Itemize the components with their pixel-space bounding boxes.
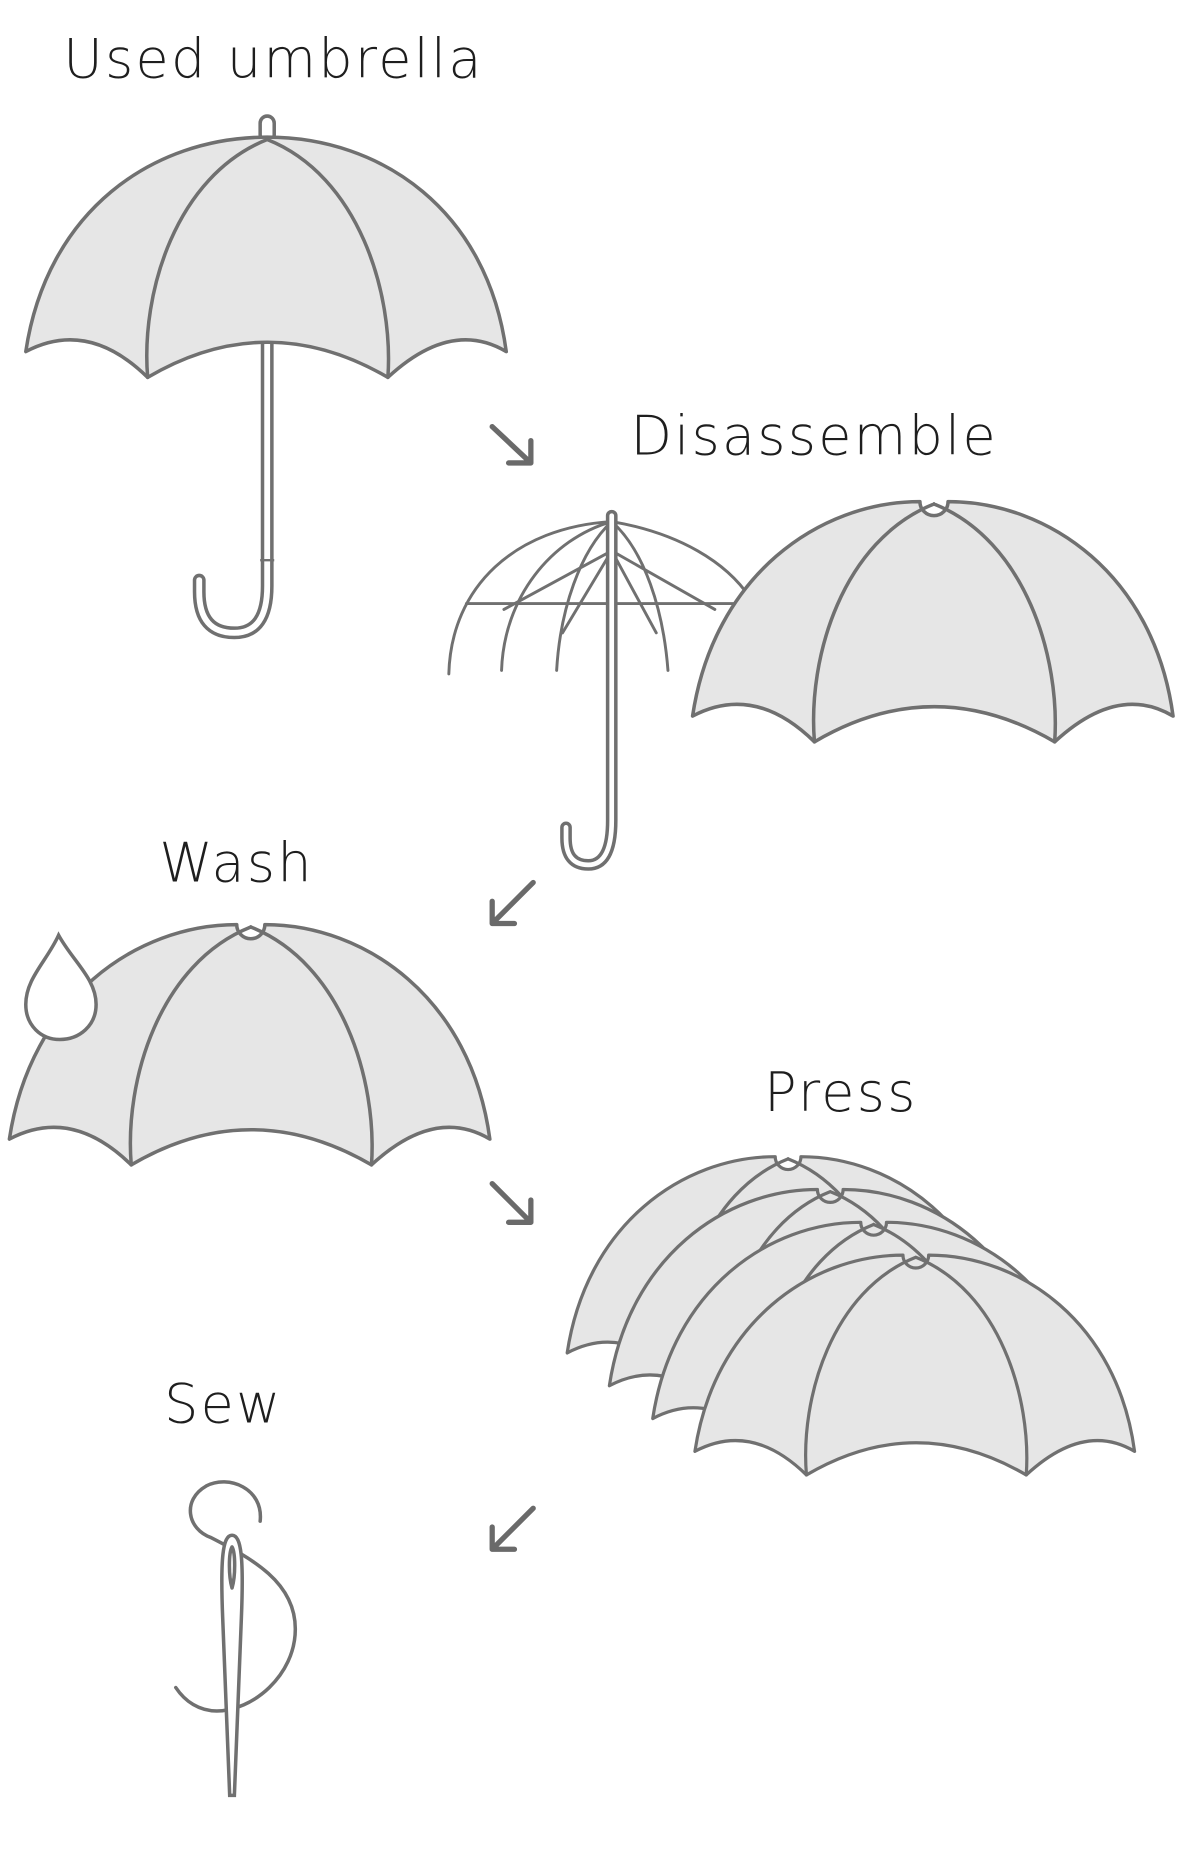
water-drop-icon xyxy=(24,931,98,1042)
step-label-used-umbrella: Used umbrella xyxy=(63,27,483,90)
arrow-down-right-icon xyxy=(489,423,534,466)
step-label-press: Press xyxy=(764,1061,918,1124)
washed-canopy xyxy=(7,922,492,1167)
step-label-disassemble: Disassemble xyxy=(630,405,998,468)
detached-canopy xyxy=(690,499,1175,744)
step-label-wash: Wash xyxy=(159,831,313,894)
step-label-sew: Sew xyxy=(164,1373,282,1436)
pressed-canopies-stack xyxy=(565,1155,1137,1477)
used-umbrella xyxy=(24,114,509,640)
arrow-down-left-icon xyxy=(489,1505,536,1552)
arrow-down-right-icon xyxy=(489,1181,534,1225)
needle-and-thread-icon xyxy=(174,1480,298,1798)
umbrella-frame xyxy=(447,509,752,871)
arrow-down-left-icon xyxy=(489,879,536,927)
